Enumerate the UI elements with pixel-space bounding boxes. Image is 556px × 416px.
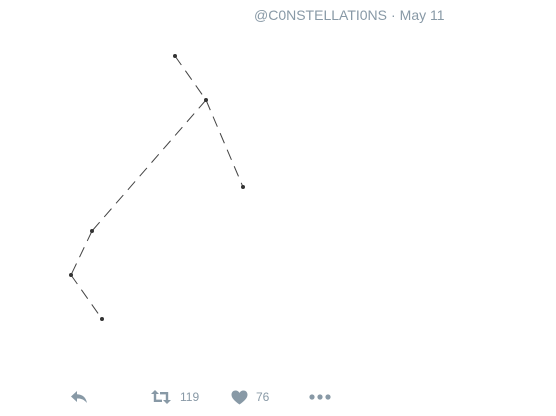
heart-icon: [231, 390, 248, 404]
constellation-line: [91, 99, 207, 232]
tweet-actions: 119 76: [0, 386, 556, 408]
constellation-line: [70, 230, 93, 276]
star-dot: [241, 185, 245, 189]
constellation-line: [174, 55, 207, 101]
star-dot: [204, 98, 208, 102]
constellation-line: [70, 274, 103, 320]
retweet-icon: [151, 390, 171, 404]
star-dot: [100, 317, 104, 321]
reply-arrow-icon: [71, 391, 87, 403]
star-dot: [90, 229, 94, 233]
star-dot: [173, 54, 177, 58]
reply-button[interactable]: [70, 386, 88, 408]
user-handle[interactable]: @C0NSTELLATI0NS: [254, 7, 387, 23]
retweet-count: 119: [180, 390, 200, 404]
like-button[interactable]: 76: [231, 386, 269, 408]
tweet-date[interactable]: May 11: [399, 7, 445, 23]
tweet-header: @C0NSTELLATI0NS·May 11: [254, 6, 445, 24]
more-options-button[interactable]: [309, 386, 331, 408]
retweet-button[interactable]: 119: [150, 386, 199, 408]
star-dot: [69, 273, 73, 277]
ellipsis-icon: [309, 394, 331, 400]
like-count: 76: [256, 390, 270, 404]
constellation-stars: [69, 54, 245, 321]
constellation-lines: [70, 55, 244, 320]
constellation-line: [205, 99, 244, 188]
header-separator: ·: [391, 7, 396, 23]
